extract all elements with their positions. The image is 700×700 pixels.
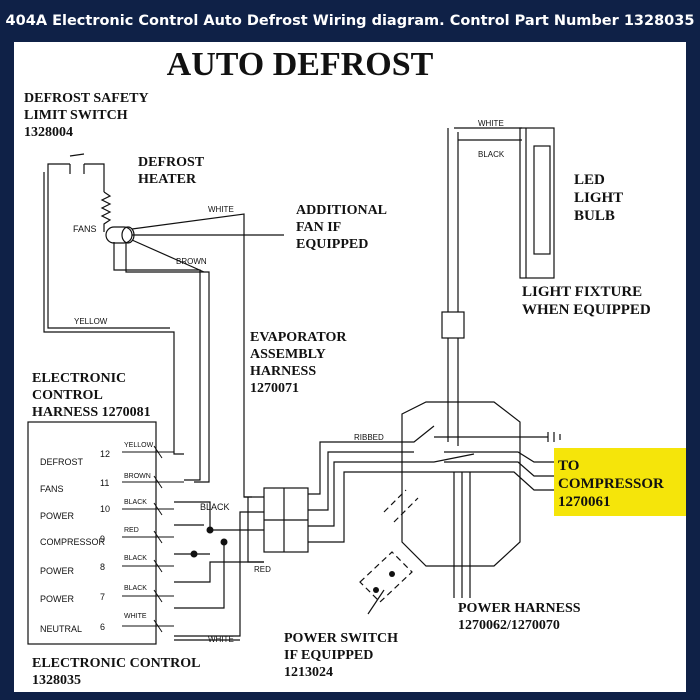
svg-text:1270062/1270070: 1270062/1270070	[458, 618, 560, 633]
svg-text:BLACK: BLACK	[124, 555, 147, 562]
svg-text:1328004: 1328004	[24, 125, 73, 140]
safety-switch-label: DEFROST SAFETY LIMIT SWITCH 1328004	[24, 91, 149, 140]
svg-text:TO: TO	[558, 458, 579, 474]
svg-text:12: 12	[100, 449, 110, 459]
svg-text:POWER: POWER	[40, 511, 75, 521]
svg-text:1328035: 1328035	[32, 673, 81, 688]
svg-text:POWER SWITCH: POWER SWITCH	[284, 631, 398, 646]
svg-text:11: 11	[100, 478, 109, 488]
svg-text:DEFROST: DEFROST	[40, 457, 84, 467]
svg-text:RED: RED	[124, 527, 139, 534]
svg-text:10: 10	[100, 504, 110, 514]
svg-text:1213024: 1213024	[284, 665, 333, 680]
wiring-diagram: AUTO DEFROST	[24, 46, 686, 688]
svg-text:POWER: POWER	[40, 594, 75, 604]
power-harness-label: POWER HARNESS 1270062/1270070	[458, 601, 581, 633]
wire-label-white-bottom: WHITE	[208, 635, 234, 644]
svg-text:BLACK: BLACK	[124, 499, 147, 506]
fans-label: FANS	[73, 224, 97, 234]
electronic-control-box	[27, 421, 157, 645]
terminal-12: DEFROST 12 YELLOW	[40, 442, 174, 467]
svg-text:CONTROL: CONTROL	[32, 388, 103, 403]
to-compressor-label: TO COMPRESSOR 1270061	[558, 458, 664, 510]
svg-text:6: 6	[100, 622, 105, 632]
svg-text:POWER: POWER	[40, 566, 75, 576]
svg-text:WHITE: WHITE	[124, 613, 147, 620]
svg-text:HARNESS 1270081: HARNESS 1270081	[32, 405, 151, 420]
svg-text:FANS: FANS	[40, 484, 64, 494]
terminal-11: FANS 11 BROWN	[40, 473, 184, 494]
svg-text:EVAPORATOR: EVAPORATOR	[250, 330, 347, 345]
terminal-8: POWER 8 BLACK	[40, 555, 174, 576]
additional-fan-label: ADDITIONAL FAN IF EQUIPPED	[296, 203, 387, 252]
terminal-7: POWER 7 BLACK	[40, 585, 174, 604]
svg-text:LED: LED	[574, 172, 605, 188]
svg-text:BLACK: BLACK	[124, 585, 147, 592]
wire-label-ribbed: RIBBED	[354, 433, 384, 442]
power-switch-label: POWER SWITCH IF EQUIPPED 1213024	[284, 631, 398, 680]
svg-text:ASSEMBLY: ASSEMBLY	[250, 347, 326, 362]
svg-text:HEATER: HEATER	[138, 172, 197, 187]
header-banner: 404A Electronic Control Auto Defrost Wir…	[5, 13, 695, 29]
svg-text:ELECTRONIC: ELECTRONIC	[32, 371, 126, 386]
svg-text:YELLOW: YELLOW	[124, 442, 154, 449]
wire-label-white-top: WHITE	[208, 205, 234, 214]
led-bulb-label: LED LIGHT BULB	[574, 172, 623, 224]
svg-text:IF EQUIPPED: IF EQUIPPED	[284, 648, 373, 663]
wire-label-brown: BROWN	[176, 257, 207, 266]
svg-text:1270071: 1270071	[250, 381, 299, 396]
svg-text:LIGHT: LIGHT	[574, 190, 623, 206]
wires	[43, 127, 561, 641]
junction-dots	[190, 526, 395, 593]
wire-label-black-fixture: BLACK	[478, 150, 505, 159]
svg-text:POWER HARNESS: POWER HARNESS	[458, 601, 581, 616]
svg-text:NEUTRAL: NEUTRAL	[40, 624, 82, 634]
svg-text:BULB: BULB	[574, 208, 615, 224]
wire-label-black-junction: BLACK	[200, 502, 230, 512]
svg-text:HARNESS: HARNESS	[250, 364, 316, 379]
diagram-panel: AUTO DEFROST	[14, 42, 686, 692]
diagram-title: AUTO DEFROST	[167, 46, 434, 83]
electronic-control-harness-label: ELECTRONIC CONTROL HARNESS 1270081	[32, 371, 151, 420]
svg-text:LIMIT SWITCH: LIMIT SWITCH	[24, 108, 128, 123]
svg-text:ADDITIONAL: ADDITIONAL	[296, 203, 387, 218]
terminal-6: NEUTRAL 6 WHITE	[40, 613, 174, 634]
svg-text:FAN IF: FAN IF	[296, 220, 341, 235]
svg-text:ELECTRONIC CONTROL: ELECTRONIC CONTROL	[32, 656, 200, 671]
svg-text:1270061: 1270061	[558, 494, 611, 510]
svg-text:7: 7	[100, 592, 105, 602]
svg-text:COMPRESSOR: COMPRESSOR	[40, 537, 106, 547]
svg-text:8: 8	[100, 562, 105, 572]
svg-text:DEFROST SAFETY: DEFROST SAFETY	[24, 91, 149, 106]
electronic-control-label: ELECTRONIC CONTROL 1328035	[32, 656, 200, 688]
terminal-9: COMPRESSOR 9 RED	[40, 527, 174, 547]
light-fixture-label: LIGHT FIXTURE WHEN EQUIPPED	[522, 284, 651, 318]
svg-text:WHEN EQUIPPED: WHEN EQUIPPED	[522, 302, 651, 318]
terminal-list: DEFROST 12 YELLOW FANS 11 BROWN POWER 10…	[40, 442, 184, 634]
svg-text:LIGHT FIXTURE: LIGHT FIXTURE	[522, 284, 642, 300]
svg-text:EQUIPPED: EQUIPPED	[296, 237, 368, 252]
wire-label-white-fixture: WHITE	[478, 119, 504, 128]
svg-text:BROWN: BROWN	[124, 473, 151, 480]
defrost-heater-label: DEFROST HEATER	[138, 155, 205, 187]
to-compressor-highlight	[554, 448, 686, 516]
svg-text:DEFROST: DEFROST	[138, 155, 205, 170]
terminal-10: POWER 10 BLACK	[40, 499, 174, 521]
wire-label-yellow: YELLOW	[74, 317, 108, 326]
svg-text:COMPRESSOR: COMPRESSOR	[558, 476, 664, 492]
evaporator-harness-label: EVAPORATOR ASSEMBLY HARNESS 1270071	[250, 330, 347, 396]
svg-text:9: 9	[100, 534, 105, 544]
wire-label-red: RED	[254, 565, 271, 574]
